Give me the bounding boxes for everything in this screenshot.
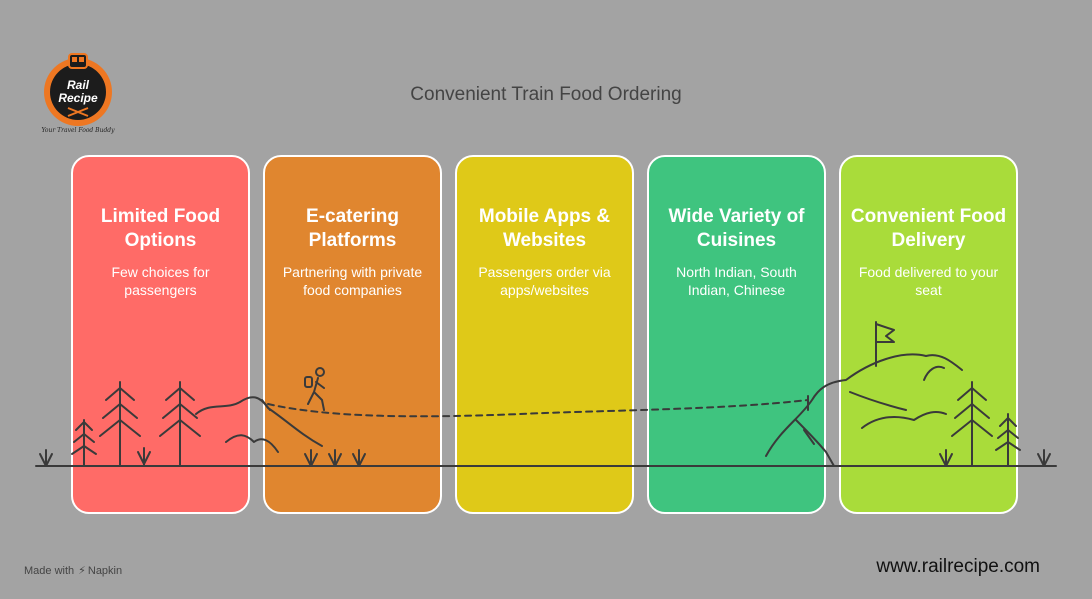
card-limited-food-options: Limited Food Options Few choices for pas…: [71, 155, 250, 514]
card-description: Passengers order via apps/websites: [478, 264, 611, 298]
card-title: Wide Variety of Cuisines: [668, 206, 805, 251]
card-e-catering-platforms: E-catering Platforms Partnering with pri…: [263, 155, 442, 514]
card-title: Mobile Apps & Websites: [478, 206, 611, 251]
logo-word-rail: Rail: [67, 78, 90, 92]
made-with-label: Made with: [24, 565, 75, 577]
made-with-credit: Made with⚡Napkin: [24, 564, 122, 577]
card-description: Partnering with private food companies: [282, 264, 423, 298]
card-wide-variety-cuisines: Wide Variety of Cuisines North Indian, S…: [647, 155, 826, 514]
card-mobile-apps-websites: Mobile Apps & Websites Passengers order …: [455, 155, 634, 514]
rail-recipe-logo: Rail Recipe Your Travel Food Buddy: [41, 53, 115, 134]
card-convenient-food-delivery: Convenient Food Delivery Food delivered …: [839, 155, 1018, 514]
grass-icon: [1037, 449, 1051, 467]
website-url: www.railrecipe.com: [876, 556, 1040, 577]
napkin-bolt-icon: ⚡: [78, 565, 86, 577]
logo-word-recipe: Recipe: [58, 91, 98, 105]
train-icon: [68, 53, 88, 69]
card-title: E-catering Platforms: [306, 206, 399, 251]
cutlery-icon: [67, 107, 89, 117]
card-title: Convenient Food Delivery: [850, 206, 1007, 251]
card-description: Food delivered to your seat: [858, 264, 999, 298]
card-title: Limited Food Options: [100, 206, 221, 251]
card-description: Few choices for passengers: [111, 264, 210, 298]
logo-tagline: Your Travel Food Buddy: [41, 127, 115, 134]
page-title: Convenient Train Food Ordering: [410, 84, 682, 105]
card-description: North Indian, South Indian, Chinese: [676, 264, 797, 298]
grass-icon: [39, 449, 53, 467]
napkin-brand: Napkin: [87, 565, 123, 577]
logo-dark-disc: [50, 64, 106, 120]
